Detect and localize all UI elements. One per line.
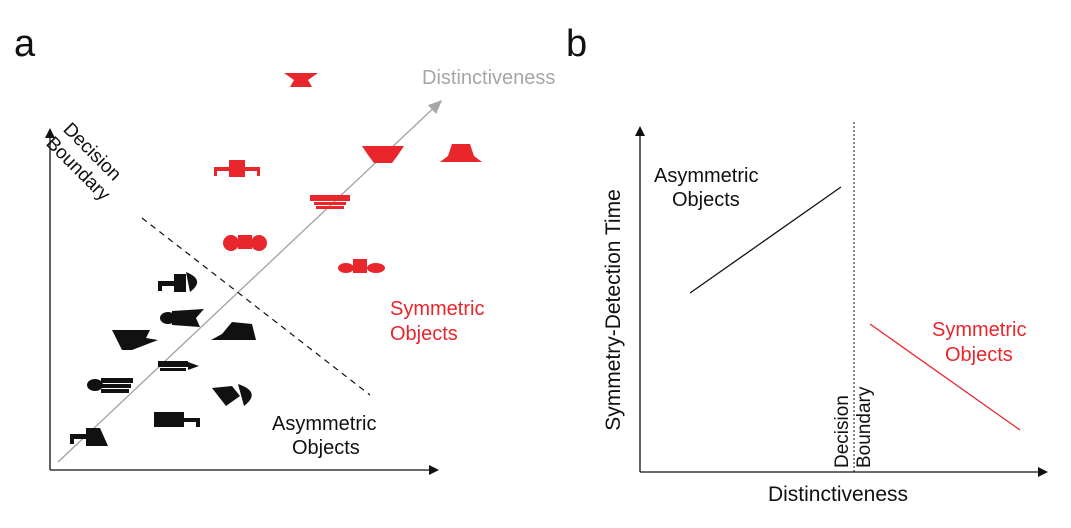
panel-b-symmetric-label-line-2: Objects xyxy=(945,344,1013,366)
symmetric-shape xyxy=(214,160,260,177)
symmetric-objects-label-line-2: Objects xyxy=(390,323,458,345)
panel-b-letter: b xyxy=(566,23,587,65)
panel-a-letter: a xyxy=(14,23,36,65)
asymmetric-shape xyxy=(160,309,204,327)
asymmetric-trend-line xyxy=(689,186,842,294)
symmetric-shape xyxy=(338,259,385,273)
asymmetric-shape xyxy=(158,361,199,371)
distinctiveness-arrow-label: Distinctiveness xyxy=(422,67,555,89)
symmetric-shape xyxy=(440,144,482,162)
asymmetric-shape xyxy=(154,412,200,427)
asymmetric-shape xyxy=(112,330,158,350)
symmetric-shape xyxy=(284,73,318,87)
panel-b-y-label: Symmetry-Detection Time xyxy=(602,189,625,431)
asymmetric-objects-label-line-2: Objects xyxy=(292,437,360,459)
panel-b-decision-boundary-line-2: Boundary xyxy=(854,386,875,468)
symmetric-shapes xyxy=(214,73,482,273)
symmetric-trend-line xyxy=(869,323,1021,431)
symmetric-shape xyxy=(223,235,267,251)
decision-boundary-label: Decision Boundary xyxy=(42,119,126,206)
asymmetric-shape xyxy=(212,384,252,406)
panel-b-x-label: Distinctiveness xyxy=(768,483,908,506)
asymmetric-shapes xyxy=(70,272,256,446)
panel-b-decision-boundary-label: Decision Boundary xyxy=(832,386,875,468)
symmetric-shape xyxy=(310,195,350,209)
asymmetric-shape xyxy=(70,428,108,446)
panel-b-asymmetric-label-line-2: Objects xyxy=(672,189,740,211)
asymmetric-shape xyxy=(87,378,133,393)
panel-a: a Distinctiveness Decision Boundary Symm… xyxy=(14,23,555,475)
panel-b-decision-boundary-line-1: Decision xyxy=(832,395,853,468)
panel-b-symmetric-label-line-1: Symmetric xyxy=(932,319,1026,341)
decision-boundary-line xyxy=(141,217,371,396)
asymmetric-shape xyxy=(211,322,256,340)
asymmetric-shape xyxy=(158,272,198,292)
symmetric-shape xyxy=(362,146,404,163)
panel-b: b Symmetry-Detection Time Distinctivenes… xyxy=(566,23,1048,506)
symmetric-objects-label-line-1: Symmetric xyxy=(390,298,484,320)
asymmetric-objects-label-line-1: Asymmetric xyxy=(272,413,376,435)
panel-b-asymmetric-label-line-1: Asymmetric xyxy=(654,165,758,187)
